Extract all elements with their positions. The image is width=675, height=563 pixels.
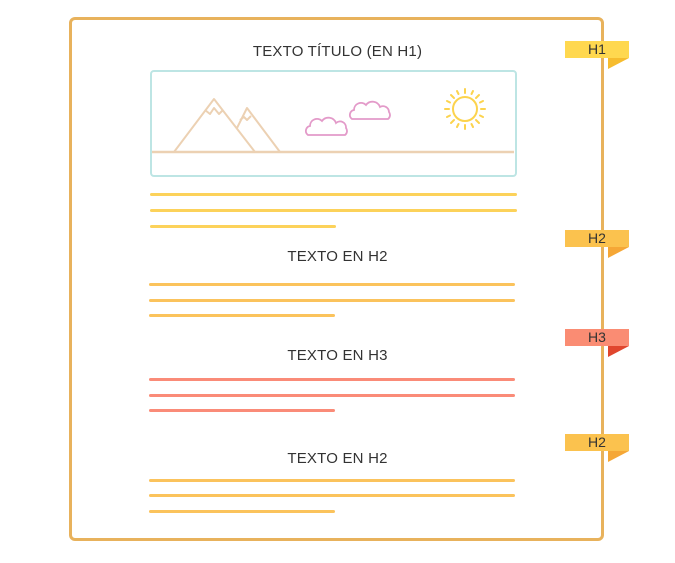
sun-icon [444, 88, 486, 130]
tag-h2-icon [565, 230, 629, 258]
tag-h2-label: H2 [588, 230, 606, 246]
tag-h3-label: H3 [588, 329, 606, 345]
h2-heading-text: TEXTO EN H2 [287, 248, 388, 265]
page-frame [69, 17, 604, 541]
h3-heading-text: TEXTO EN H3 [287, 347, 388, 364]
paragraph-line [149, 314, 335, 317]
mountains-icon [173, 98, 281, 153]
paragraph-line [149, 283, 515, 286]
paragraph-line [150, 193, 517, 196]
landscape-image-icon [152, 88, 514, 154]
tag-h1-label: H1 [588, 41, 606, 57]
h2-heading-text: TEXTO EN H2 [287, 450, 388, 467]
tag-h2-icon [565, 434, 629, 462]
paragraph-line [149, 494, 515, 497]
paragraph-line [149, 394, 515, 397]
paragraph-line [149, 510, 335, 513]
paragraph-line [149, 378, 515, 381]
tag-h2-label: H2 [588, 434, 606, 450]
paragraph-line [149, 409, 335, 412]
tag-h1-icon [565, 41, 629, 69]
paragraph-line [149, 479, 515, 482]
title-h1-text: TEXTO TÍTULO (EN H1) [252, 43, 423, 60]
paragraph-line [150, 209, 517, 212]
image-placeholder [150, 70, 517, 177]
paragraph-line [150, 225, 336, 228]
tag-h3-icon [565, 329, 629, 357]
clouds-icon [305, 100, 391, 136]
paragraph-line [149, 299, 515, 302]
